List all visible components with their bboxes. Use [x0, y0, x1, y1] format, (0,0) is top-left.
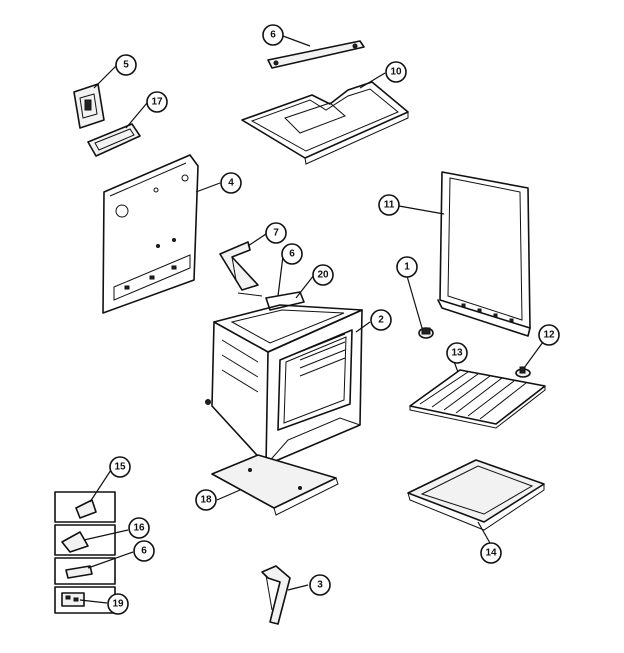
svg-text:6: 6 [289, 249, 295, 260]
svg-text:12: 12 [543, 330, 555, 341]
svg-text:15: 15 [114, 462, 126, 473]
callout-15: 15 [109, 456, 131, 478]
callout-20: 20 [312, 264, 334, 286]
part-burner-bracket [219, 241, 259, 291]
svg-text:1: 1 [404, 262, 410, 273]
callout-9: 6 [262, 24, 284, 46]
svg-text:18: 18 [200, 495, 212, 506]
callout-3: 3 [309, 574, 331, 596]
svg-text:2: 2 [378, 315, 384, 326]
part-bottom-panel [211, 454, 339, 516]
svg-text:16: 16 [133, 523, 145, 534]
part-box-16 [54, 524, 116, 556]
callout-4: 4 [220, 172, 242, 194]
callout-2: 2 [370, 309, 392, 331]
svg-text:4: 4 [228, 178, 234, 189]
svg-text:17: 17 [151, 97, 163, 108]
part-back-panel [102, 154, 199, 314]
callout-11: 11 [378, 194, 400, 216]
callout-14: 14 [480, 542, 502, 564]
part-igniter-bracket [261, 565, 291, 625]
svg-text:10: 10 [390, 67, 402, 78]
part-gasket [87, 123, 141, 157]
callout-1: 1 [396, 256, 418, 278]
part-trim-strip [267, 40, 365, 69]
part-box-15 [54, 491, 116, 523]
svg-text:6: 6 [141, 546, 147, 557]
part-oven-cavity [205, 304, 363, 466]
svg-text:11: 11 [384, 200, 395, 211]
leader-lines [79, 35, 544, 604]
callout-13: 13 [446, 342, 468, 364]
callout-17: 17 [146, 91, 168, 113]
svg-text:13: 13 [451, 348, 463, 359]
part-box-19 [54, 586, 116, 614]
callout-6-upper: 6 [281, 243, 303, 265]
part-door-frame [437, 171, 531, 337]
svg-text:19: 19 [112, 599, 124, 610]
svg-text:7: 7 [273, 228, 279, 239]
part-oven-burner [237, 291, 305, 311]
part-top-panel [241, 81, 409, 165]
callout-10: 10 [385, 61, 407, 83]
callout-5: 5 [115, 54, 137, 76]
svg-text:6: 6 [270, 30, 276, 41]
svg-text:3: 3 [317, 580, 323, 591]
svg-text:20: 20 [317, 270, 329, 281]
callout-18: 18 [195, 489, 217, 511]
callout-7: 7 [265, 222, 287, 244]
part-box-6 [54, 557, 116, 585]
svg-text:5: 5 [123, 60, 129, 71]
callout-19: 19 [107, 593, 129, 615]
callout-16: 16 [128, 517, 150, 539]
svg-text:14: 14 [485, 548, 497, 559]
part-broiler-pan [407, 459, 545, 531]
part-glide [515, 366, 531, 378]
part-small-bracket [73, 83, 105, 129]
part-knob [418, 327, 434, 339]
part-oven-rack [409, 369, 546, 429]
callout-12: 12 [538, 324, 560, 346]
callout-6-lower: 6 [133, 540, 155, 562]
